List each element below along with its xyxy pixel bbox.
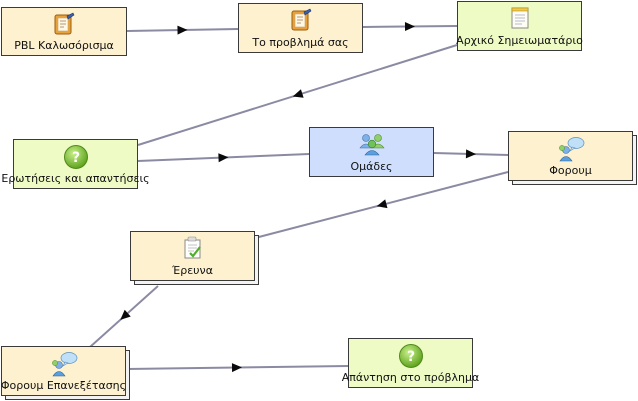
question-icon: ? xyxy=(63,144,89,174)
arrowhead-forum-to-research xyxy=(376,199,388,209)
node-label: Απάντηση στο πρόβλημα xyxy=(341,371,480,384)
node-initial-notepad[interactable]: Αρχικό Σημειωματάριο xyxy=(456,1,583,51)
arrowhead-questions-answers-to-groups xyxy=(218,153,229,163)
node-answer-problem[interactable]: ? Απάντηση στο πρόβλημα xyxy=(342,338,479,388)
group-icon xyxy=(358,132,386,160)
notepad-pencil-icon xyxy=(290,8,312,36)
notepad-icon xyxy=(509,6,531,34)
node-label: Ερωτήσεις και απαντήσεις xyxy=(1,172,150,185)
question-icon: ? xyxy=(398,343,424,373)
node-forum[interactable]: Φορουμ xyxy=(508,131,633,181)
node-label: Ομάδες xyxy=(350,160,393,173)
arrowhead-your-problem-to-initial-notepad xyxy=(404,22,415,32)
forum-icon xyxy=(557,136,585,166)
notepad-pencil-icon xyxy=(53,12,75,40)
arrowhead-research-to-review-forum xyxy=(120,309,131,320)
node-label: Φορουμ xyxy=(549,164,592,177)
node-label: Το προβλημά σας xyxy=(252,36,349,49)
svg-text:?: ? xyxy=(406,349,414,365)
node-label: Φορουμ Επανεξέτασης xyxy=(0,379,127,392)
node-your-problem[interactable]: Το προβλημά σας xyxy=(238,3,363,53)
svg-text:?: ? xyxy=(71,150,79,166)
node-review-forum[interactable]: Φορουμ Επανεξέτασης xyxy=(1,346,126,396)
node-groups[interactable]: Ομάδες xyxy=(309,127,434,177)
node-label: PBL Καλωσόρισμα xyxy=(14,39,114,52)
arrowhead-groups-to-forum xyxy=(465,149,476,159)
node-pbl-welcome[interactable]: PBL Καλωσόρισμα xyxy=(1,7,127,56)
forum-icon xyxy=(50,351,78,381)
arrowhead-initial-notepad-to-questions-answers xyxy=(292,89,304,98)
node-questions-answers[interactable]: ? Ερωτήσεις και απαντήσεις xyxy=(1,139,150,189)
arrowhead-pbl-welcome-to-your-problem xyxy=(177,25,188,35)
node-label: Έρευνα xyxy=(172,264,213,277)
arrowhead-review-forum-to-answer-problem xyxy=(231,363,242,373)
node-research[interactable]: Έρευνα xyxy=(130,231,255,281)
node-label: Αρχικό Σημειωματάριο xyxy=(456,34,583,47)
research-icon xyxy=(182,236,204,264)
